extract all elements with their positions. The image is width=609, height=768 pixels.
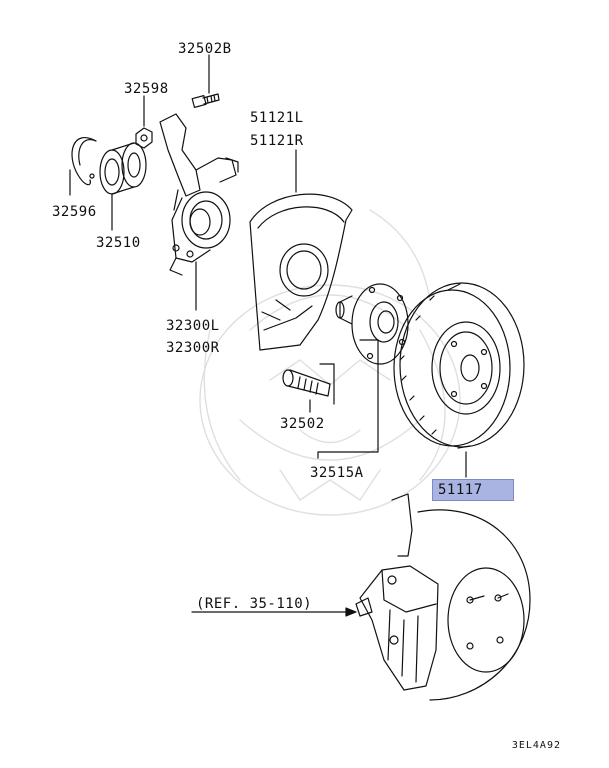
label-51121L[interactable]: 51121L (250, 110, 304, 126)
reference-label[interactable]: (REF. 35-110) (196, 596, 313, 612)
snap-ring-32596-icon (71, 137, 97, 186)
steering-knuckle-32300-icon (159, 113, 239, 276)
label-51117[interactable]: 51117 (438, 482, 483, 498)
label-32300L[interactable]: 32300L (166, 318, 220, 334)
watermark-emblem (199, 209, 461, 516)
bolt-32502B-icon (191, 93, 220, 108)
label-51121R[interactable]: 51121R (250, 133, 304, 149)
label-32300R[interactable]: 32300R (166, 340, 220, 356)
label-32510[interactable]: 32510 (96, 235, 141, 251)
label-32598[interactable]: 32598 (124, 81, 169, 97)
label-32596[interactable]: 32596 (52, 204, 97, 220)
label-32515A[interactable]: 32515A (310, 465, 364, 481)
label-32502B[interactable]: 32502B (178, 41, 232, 57)
diagram-code: 3EL4A92 (511, 740, 561, 751)
dust-shield-51121-icon (249, 193, 353, 351)
bearing-32510-icon (99, 142, 147, 195)
caliper-assembly-icon (355, 493, 531, 701)
highlight-box-51117 (432, 479, 514, 501)
nut-32598-icon (135, 127, 153, 149)
label-32502[interactable]: 32502 (280, 416, 325, 432)
brake-disc-51117-icon (393, 282, 525, 449)
wheel-stud-32502-icon (282, 369, 331, 397)
